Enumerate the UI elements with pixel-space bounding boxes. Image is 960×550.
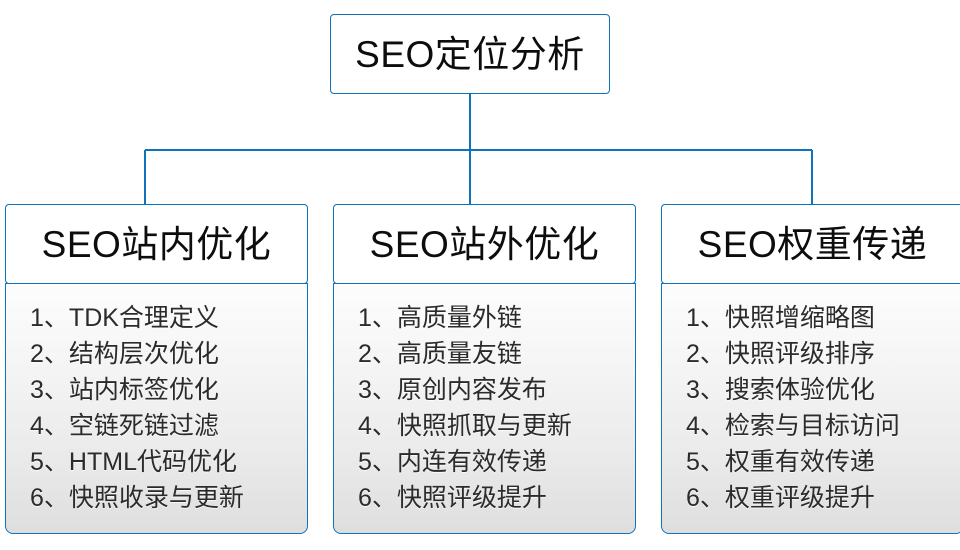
list-item: 4、空链死链过滤 (30, 408, 307, 444)
list-item: 6、权重评级提升 (686, 480, 960, 516)
list-item-number: 4 (358, 412, 372, 440)
branch-list-2: 1、高质量外链 2、高质量友链 3、原创内容发布 4、快照抓取与更新 5、内连有… (334, 300, 635, 516)
list-item: 4、检索与目标访问 (686, 408, 960, 444)
list-item-separator: 、 (43, 448, 69, 476)
list-item-number: 2 (30, 340, 44, 368)
list-item-number: 1 (30, 304, 44, 332)
list-item-separator: 、 (371, 304, 397, 332)
branch-card-3[interactable]: SEO权重传递 1、快照增缩略图 2、快照评级排序 3、搜索体验优化 4、检索与… (661, 204, 960, 534)
branch-header-3[interactable]: SEO权重传递 (661, 204, 960, 284)
list-item-separator: 、 (699, 304, 725, 332)
list-item-number: 5 (358, 448, 372, 476)
list-item-separator: 、 (371, 448, 397, 476)
list-item-separator: 、 (43, 304, 69, 332)
list-item: 3、站内标签优化 (30, 372, 307, 408)
list-item-label: 结构层次优化 (68, 340, 219, 368)
branch-body-3: 1、快照增缩略图 2、快照评级排序 3、搜索体验优化 4、检索与目标访问 5、权… (661, 283, 960, 534)
list-item: 3、搜索体验优化 (686, 372, 960, 408)
root-node[interactable]: SEO定位分析 (330, 14, 610, 94)
branch-header-1[interactable]: SEO站内优化 (5, 204, 308, 284)
list-item-separator: 、 (371, 484, 397, 512)
list-item-separator: 、 (371, 412, 397, 440)
list-item: 3、原创内容发布 (358, 372, 635, 408)
list-item-number: 5 (30, 448, 44, 476)
list-item-label: 快照评级排序 (724, 340, 875, 368)
branch-card-2[interactable]: SEO站外优化 1、高质量外链 2、高质量友链 3、原创内容发布 4、快照抓取与… (333, 204, 636, 534)
list-item-number: 4 (30, 412, 44, 440)
list-item-label: 快照抓取与更新 (396, 412, 572, 440)
list-item-number: 1 (358, 304, 372, 332)
list-item-label: 内连有效传递 (396, 448, 547, 476)
list-item: 2、快照评级排序 (686, 336, 960, 372)
list-item-number: 2 (686, 340, 700, 368)
list-item-label: HTML代码优化 (68, 448, 237, 476)
branch-list-1: 1、TDK合理定义 2、结构层次优化 3、站内标签优化 4、空链死链过滤 5、H… (6, 300, 307, 516)
list-item-number: 3 (686, 376, 700, 404)
list-item-separator: 、 (43, 484, 69, 512)
branch-body-1: 1、TDK合理定义 2、结构层次优化 3、站内标签优化 4、空链死链过滤 5、H… (5, 283, 308, 534)
list-item: 1、高质量外链 (358, 300, 635, 336)
root-node-title: SEO定位分析 (355, 33, 585, 75)
list-item-separator: 、 (699, 412, 725, 440)
list-item: 5、权重有效传递 (686, 444, 960, 480)
list-item-number: 3 (30, 376, 44, 404)
branch-card-1[interactable]: SEO站内优化 1、TDK合理定义 2、结构层次优化 3、站内标签优化 4、空链… (5, 204, 308, 534)
list-item-label: 快照收录与更新 (68, 484, 244, 512)
list-item-separator: 、 (699, 484, 725, 512)
list-item: 6、快照评级提升 (358, 480, 635, 516)
branch-header-2[interactable]: SEO站外优化 (333, 204, 636, 284)
list-item: 2、高质量友链 (358, 336, 635, 372)
list-item-label: 快照增缩略图 (724, 304, 875, 332)
list-item-label: 快照评级提升 (396, 484, 547, 512)
list-item: 1、TDK合理定义 (30, 300, 307, 336)
list-item-separator: 、 (371, 340, 397, 368)
list-item: 5、HTML代码优化 (30, 444, 307, 480)
list-item-label: 站内标签优化 (68, 376, 219, 404)
list-item-number: 1 (686, 304, 700, 332)
list-item-number: 5 (686, 448, 700, 476)
list-item: 5、内连有效传递 (358, 444, 635, 480)
list-item-separator: 、 (43, 340, 69, 368)
list-item: 6、快照收录与更新 (30, 480, 307, 516)
list-item-label: 原创内容发布 (396, 376, 547, 404)
list-item-number: 6 (358, 484, 372, 512)
list-item-separator: 、 (43, 412, 69, 440)
branch-body-2: 1、高质量外链 2、高质量友链 3、原创内容发布 4、快照抓取与更新 5、内连有… (333, 283, 636, 534)
branch-list-3: 1、快照增缩略图 2、快照评级排序 3、搜索体验优化 4、检索与目标访问 5、权… (662, 300, 960, 516)
list-item-number: 2 (358, 340, 372, 368)
list-item-label: 高质量友链 (396, 340, 522, 368)
list-item-label: 权重有效传递 (724, 448, 875, 476)
branch-title-2: SEO站外优化 (369, 223, 600, 265)
list-item-label: 检索与目标访问 (724, 412, 900, 440)
list-item: 2、结构层次优化 (30, 336, 307, 372)
branch-title-3: SEO权重传递 (697, 223, 928, 265)
list-item-number: 6 (30, 484, 44, 512)
list-item-separator: 、 (699, 340, 725, 368)
list-item-label: 权重评级提升 (724, 484, 875, 512)
list-item-label: TDK合理定义 (68, 304, 219, 332)
list-item-label: 空链死链过滤 (68, 412, 219, 440)
list-item: 1、快照增缩略图 (686, 300, 960, 336)
list-item-separator: 、 (43, 376, 69, 404)
list-item-separator: 、 (699, 376, 725, 404)
list-item-label: 搜索体验优化 (724, 376, 875, 404)
list-item: 4、快照抓取与更新 (358, 408, 635, 444)
list-item-number: 6 (686, 484, 700, 512)
list-item-separator: 、 (699, 448, 725, 476)
list-item-separator: 、 (371, 376, 397, 404)
branch-title-1: SEO站内优化 (41, 223, 272, 265)
list-item-label: 高质量外链 (396, 304, 522, 332)
list-item-number: 3 (358, 376, 372, 404)
list-item-number: 4 (686, 412, 700, 440)
